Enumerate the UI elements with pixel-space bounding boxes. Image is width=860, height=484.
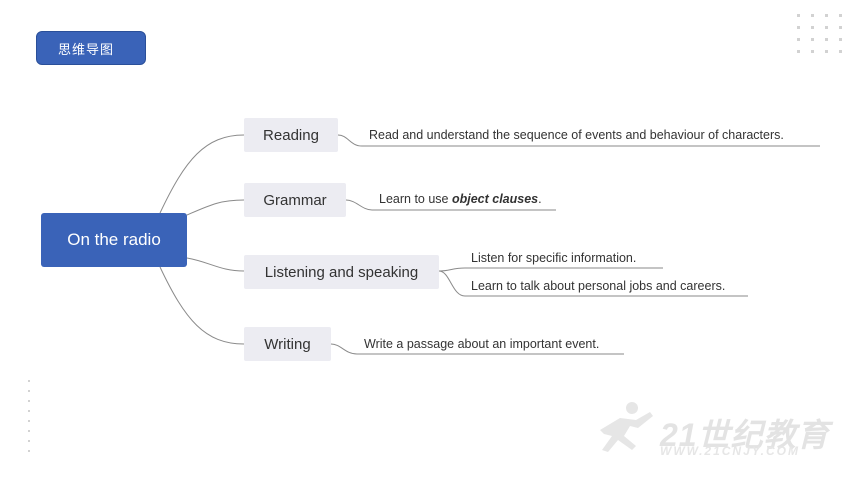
header-badge: 思维导图: [36, 31, 146, 65]
decorative-dot-grid: [797, 14, 847, 54]
decorative-dot-column: [28, 380, 31, 460]
leaf-listening-1: Listen for specific information.: [471, 251, 637, 265]
leaf-writing: Write a passage about an important event…: [364, 337, 600, 351]
branch-grammar: Grammar: [244, 183, 346, 217]
watermark-logo-text: 21世纪教育: [660, 417, 830, 453]
leaf-reading: Read and understand the sequence of even…: [369, 128, 784, 142]
leaf-grammar: Learn to use object clauses.: [379, 192, 542, 206]
branch-listening-speaking: Listening and speaking: [244, 255, 439, 289]
leaf-grammar-prefix: Learn to use: [379, 192, 452, 206]
branch-writing: Writing: [244, 327, 331, 361]
watermark-url: WWW.21CNJY.COM: [660, 444, 801, 458]
leaf-grammar-suffix: .: [538, 192, 542, 206]
leaf-listening-2: Learn to talk about personal jobs and ca…: [471, 279, 726, 293]
leaf-grammar-emphasis: object clauses: [451, 192, 539, 206]
mindmap-root-node: On the radio: [41, 213, 187, 267]
runner-logo-icon: [600, 402, 653, 452]
branch-reading: Reading: [244, 118, 338, 152]
